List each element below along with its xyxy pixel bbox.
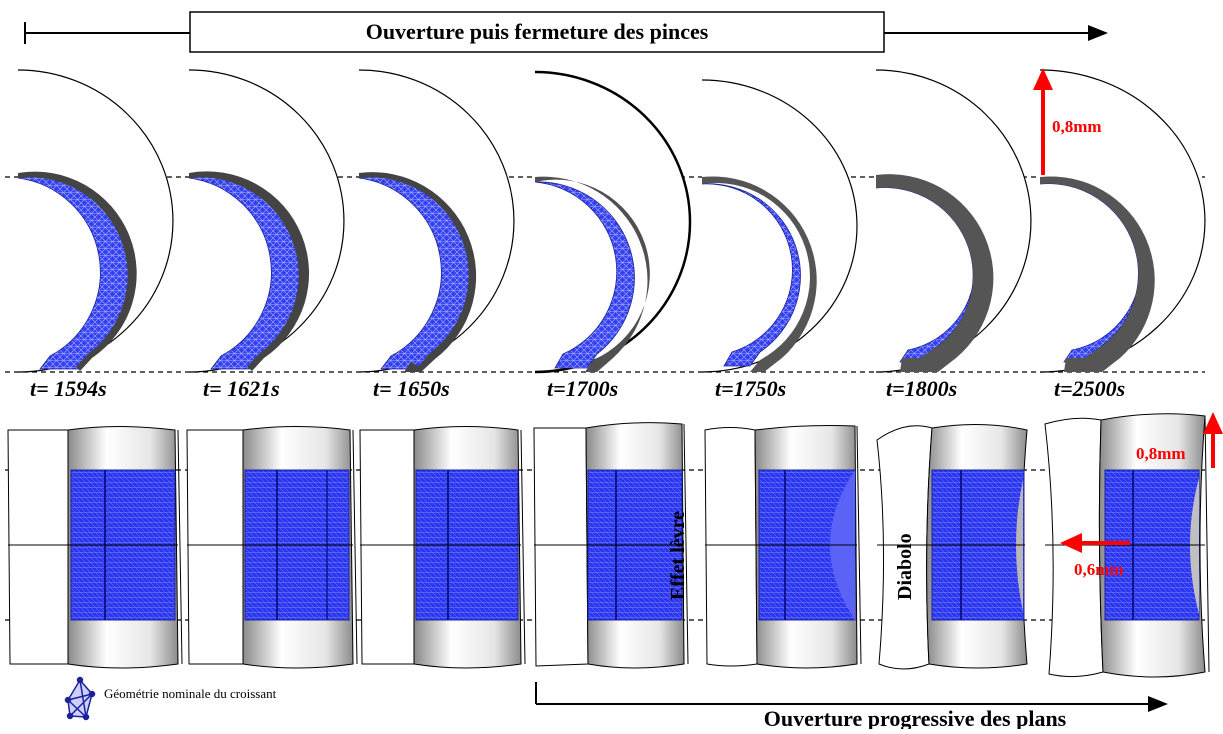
time-label-5: t=1750s [715, 376, 786, 401]
bottom-process-label: Ouverture progressive des plans [764, 706, 1067, 729]
crescent-frame-1 [17, 69, 174, 373]
crescent-frame-2 [188, 69, 345, 373]
time-label-3: t= 1650s [373, 376, 450, 401]
legend: Géométrie nominale du croissant [64, 676, 277, 721]
crescent-frame-3 [358, 69, 515, 373]
crescent-sequence: 0,8mm [17, 68, 1206, 374]
top-displacement-arrow: 0,8mm [1033, 68, 1102, 175]
top-process-box: Ouverture puis fermeture des pinces [189, 11, 885, 53]
bottom-vertical-arrow: 0,8mm [1136, 412, 1223, 468]
time-labels: t= 1594s t= 1621s t= 1650s t=1700s t=175… [30, 376, 1125, 401]
top-displacement-label: 0,8mm [1052, 117, 1102, 136]
bottom-process-arrow: Ouverture progressive des plans [535, 682, 1168, 731]
side-view-frame-2 [186, 426, 358, 669]
diabolo-label: Diabolo [894, 533, 916, 600]
side-view-frame-1 [7, 426, 183, 669]
time-label-2: t= 1621s [203, 376, 280, 401]
side-view-frame-5 [704, 425, 862, 669]
lip-effect-label: Effet lèvre [667, 511, 689, 600]
top-process-arrow [24, 22, 1108, 44]
time-label-1: t= 1594s [30, 376, 107, 401]
side-view-frame-4: Effet lèvre [533, 422, 689, 669]
bottom-horizontal-arrow: 0,6mm [1060, 533, 1130, 579]
crescent-frame-4 [534, 70, 692, 374]
side-view-sequence: Effet lèvre Diabolo [7, 412, 1223, 678]
side-view-frame-6: Diabolo [876, 423, 1028, 670]
legend-label: Géométrie nominale du croissant [104, 686, 277, 701]
time-label-6: t=1800s [886, 376, 957, 401]
time-label-7: t=2500s [1054, 376, 1125, 401]
crescent-frame-6 [875, 69, 1032, 373]
bottom-vertical-label: 0,8mm [1136, 444, 1186, 463]
time-label-4: t=1700s [547, 376, 618, 401]
mesh-tetra-icon [64, 676, 96, 721]
crescent-frame-7 [1039, 69, 1206, 373]
side-view-frame-3 [359, 426, 526, 669]
bottom-horizontal-label: 0,6mm [1074, 560, 1124, 579]
top-process-label: Ouverture puis fermeture des pinces [366, 19, 709, 44]
crescent-frame-5 [701, 79, 858, 373]
